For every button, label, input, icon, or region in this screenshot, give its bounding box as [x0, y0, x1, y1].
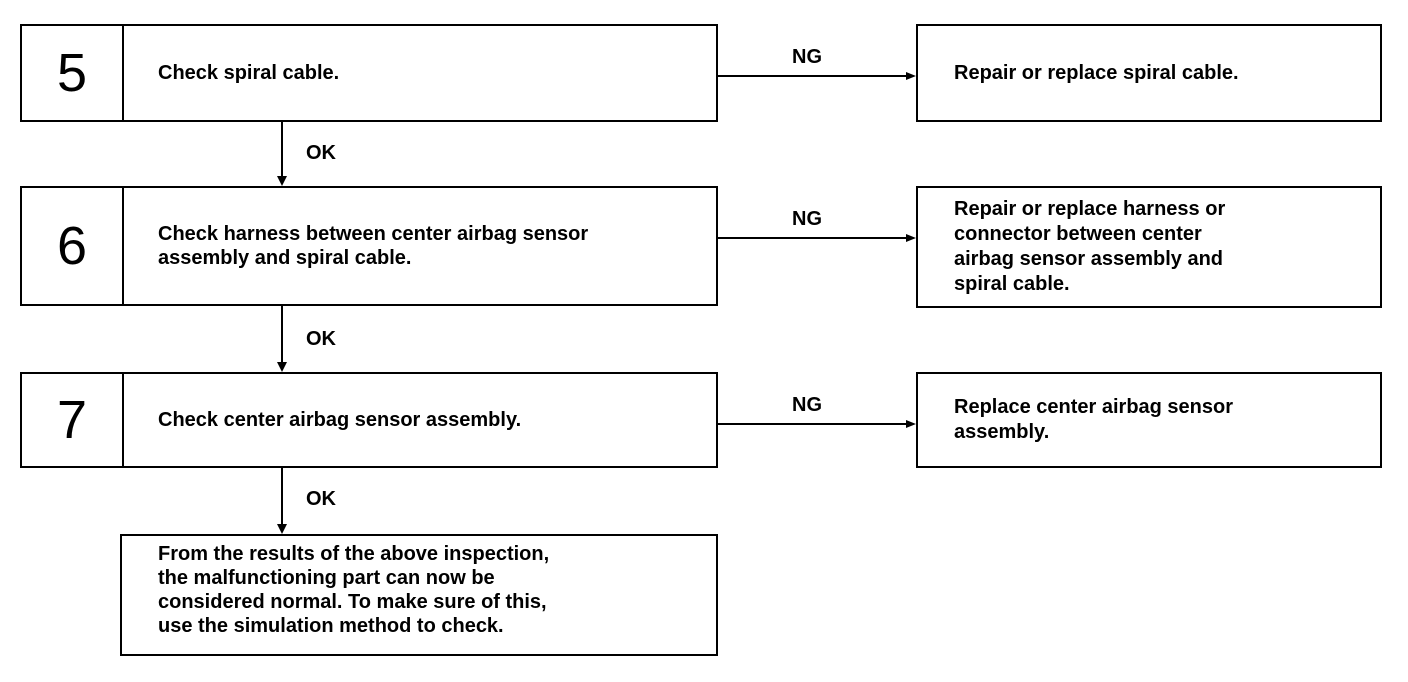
step-6-box: 6 Check harness between center airbag se… [20, 186, 718, 306]
step-7-text: Check center airbag sensor assembly. [158, 409, 522, 431]
result-box-7: Replace center airbag sensor assembly. [916, 372, 1382, 468]
result-box-5: Repair or replace spiral cable. [916, 24, 1382, 122]
step-6-number: 6 [22, 188, 124, 304]
ok-label-7: OK [306, 488, 336, 510]
result-text-7: Replace center airbag sensor assembly. [954, 396, 1234, 443]
ok-label-5: OK [306, 142, 336, 164]
result-text-5: Repair or replace spiral cable. [954, 61, 1239, 84]
step-5-box: 5 Check spiral cable. [20, 24, 718, 122]
ok-label-6: OK [306, 328, 336, 350]
ng-label-7: NG [792, 394, 822, 416]
ng-label-5: NG [792, 46, 822, 68]
final-box: From the results of the above inspection… [120, 534, 718, 656]
result-box-6: Repair or replace harness or connector b… [916, 186, 1382, 308]
step-5-text: Check spiral cable. [158, 62, 340, 84]
step-7-box: 7 Check center airbag sensor assembly. [20, 372, 718, 468]
step-6-text: Check harness between center airbag sens… [158, 223, 589, 269]
step-7-number: 7 [22, 374, 124, 466]
ng-label-6: NG [792, 208, 822, 230]
final-text: From the results of the above inspection… [158, 543, 550, 637]
result-text-6: Repair or replace harness or connector b… [954, 198, 1226, 295]
step-5-number: 5 [22, 26, 124, 120]
